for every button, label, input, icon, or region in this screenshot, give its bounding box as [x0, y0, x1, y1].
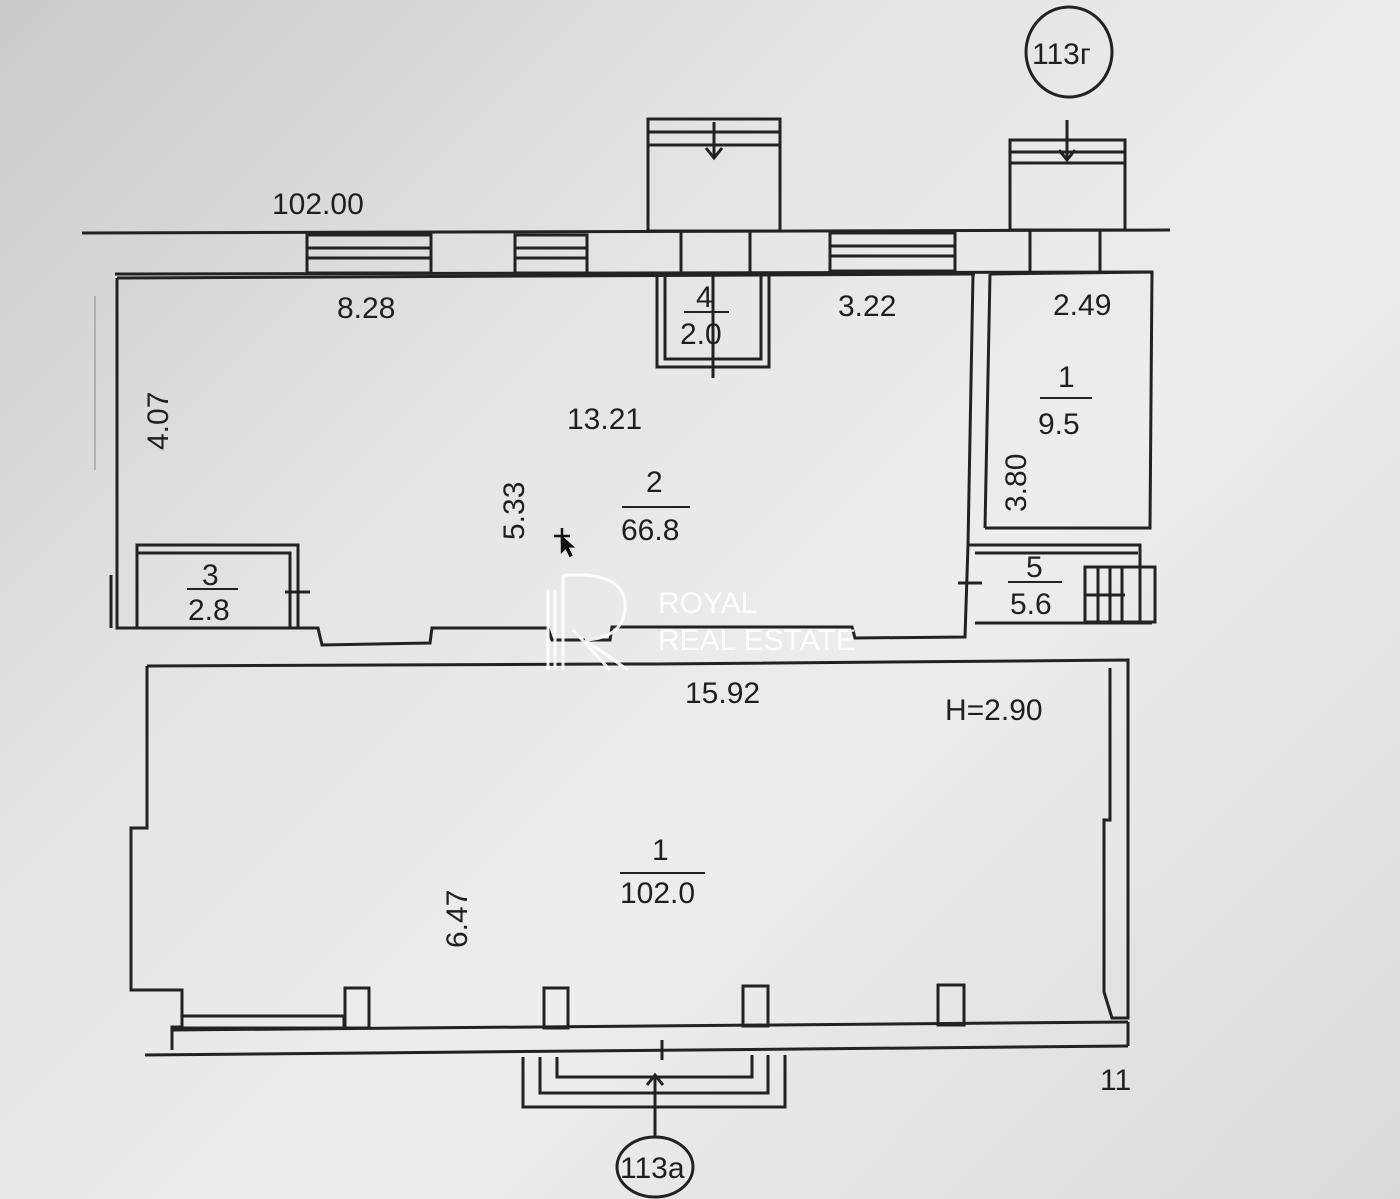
- room-area-label: 2.0: [680, 318, 722, 351]
- watermark-logo: ROYAL REAL ESTATE: [546, 573, 856, 672]
- room-area-label: 5.6: [1010, 588, 1052, 621]
- lower-niche-1: [542, 986, 570, 1030]
- window-top-1: [305, 233, 433, 275]
- room-number-label: 3: [202, 559, 219, 592]
- dimension-label: 6.47: [441, 890, 474, 948]
- entrance-label-bottom: 113а: [620, 1152, 685, 1185]
- dimension-label: 15.92: [685, 677, 760, 710]
- entrance-circle-top: [1024, 5, 1114, 99]
- dimension-label: 4.07: [142, 392, 175, 450]
- porch-top-middle: [646, 117, 782, 272]
- room-area-label: 9.5: [1038, 408, 1080, 441]
- dimension-label: 3.22: [838, 290, 896, 323]
- lower-niche-3: [936, 983, 966, 1027]
- ceiling-height-label: H=2.90: [945, 694, 1043, 727]
- room-number-label: 1: [1058, 361, 1075, 394]
- porch-bottom: [521, 1040, 787, 1138]
- room-area-label: 2.8: [188, 594, 230, 627]
- room-4-outline: [655, 272, 771, 378]
- entrance-label-top: 113г: [1032, 38, 1091, 71]
- room-area-label: 66.8: [621, 514, 679, 547]
- top-wall-inner-line: [114, 270, 1153, 276]
- lower-niche-2: [741, 984, 770, 1028]
- room-number-label: 5: [1026, 551, 1043, 584]
- watermark-line1: ROYAL: [658, 587, 757, 620]
- room-number-label: 4: [696, 281, 713, 314]
- room-number-label: 1: [652, 834, 669, 867]
- lower-room-outline: [146, 658, 1130, 1020]
- top-wall-line: [81, 228, 1171, 235]
- level-mark-label: 102.00: [272, 188, 364, 221]
- corner-label: 11: [1100, 1064, 1131, 1097]
- room-5-outline: [958, 543, 1157, 625]
- dimension-label: 8.28: [337, 292, 395, 325]
- dimension-label: 5.33: [498, 482, 531, 540]
- room-3-outline: [135, 543, 310, 628]
- upper-room-outline: [115, 278, 1152, 647]
- room-area-label: 102.0: [620, 877, 695, 910]
- window-top-2: [513, 233, 589, 275]
- mouse-cursor-icon: [554, 528, 576, 558]
- room-number-label: 2: [646, 466, 663, 499]
- porch-top-right: [1008, 120, 1127, 272]
- lower-window-left: [180, 986, 371, 1030]
- entrance-circle-bottom: [615, 1135, 695, 1199]
- room-1-upper-outline: [985, 270, 1154, 530]
- watermark-line2: REAL ESTATE: [658, 624, 856, 657]
- dimension-label: 3.80: [1000, 454, 1033, 512]
- dimension-label: 13.21: [567, 403, 642, 436]
- dimension-label: 2.49: [1053, 289, 1111, 322]
- window-top-3: [828, 231, 957, 273]
- watermark-r-monogram-icon: [546, 573, 629, 672]
